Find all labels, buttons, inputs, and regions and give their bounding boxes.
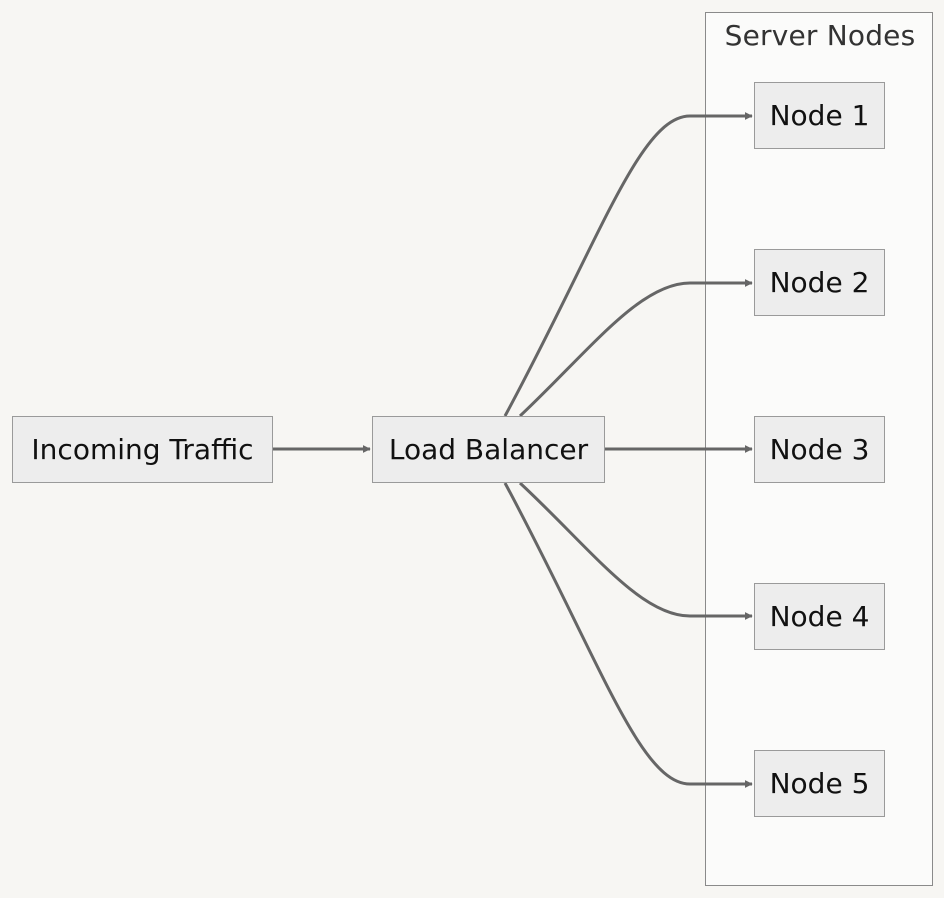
cluster-title: Server Nodes	[724, 19, 916, 52]
node-label: Load Balancer	[388, 433, 589, 466]
node-load-balancer[interactable]: Load Balancer	[372, 416, 605, 483]
node-label: Node 2	[769, 266, 870, 299]
node-label: Node 5	[769, 767, 870, 800]
node-server-4[interactable]: Node 4	[754, 583, 885, 650]
node-label: Incoming Traffic	[31, 433, 254, 466]
node-server-2[interactable]: Node 2	[754, 249, 885, 316]
node-label: Node 4	[769, 600, 870, 633]
node-label: Node 3	[769, 433, 870, 466]
edge-balancer-to-node-5	[503, 482, 753, 788]
edge-balancer-to-node-2	[518, 279, 753, 418]
edge-balancer-to-node-4	[518, 481, 753, 620]
node-server-3[interactable]: Node 3	[754, 416, 885, 483]
node-server-5[interactable]: Node 5	[754, 750, 885, 817]
node-incoming-traffic[interactable]: Incoming Traffic	[12, 416, 273, 483]
node-label: Node 1	[769, 99, 870, 132]
node-server-1[interactable]: Node 1	[754, 82, 885, 149]
edge-balancer-to-node-1	[503, 112, 753, 417]
